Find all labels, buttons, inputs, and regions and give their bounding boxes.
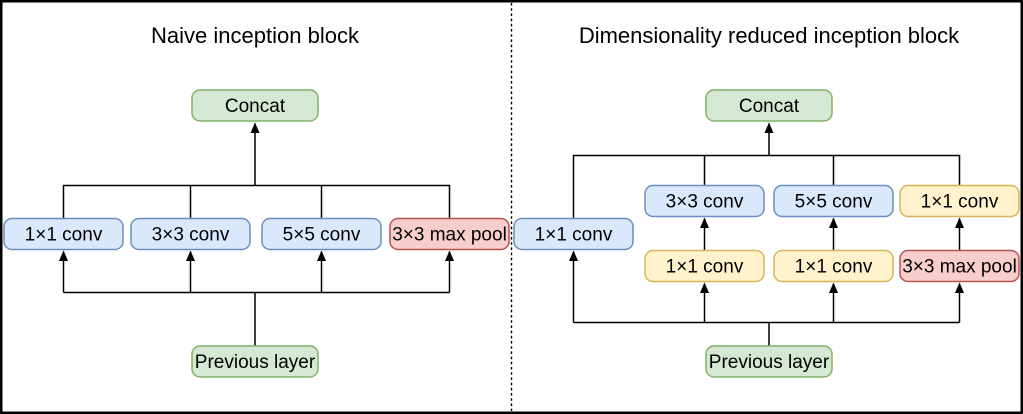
naive-panel-title: Naive inception block	[151, 23, 360, 48]
naive-3x3-conv-label: 3×3 conv	[152, 225, 230, 246]
naive-concat-box	[191, 89, 319, 122]
reduced-second-reduce-conv-box	[773, 249, 894, 283]
reduced-bottom-collector-lines	[573, 321, 960, 346]
reduced-max-pool: 3×3 max pool	[899, 249, 1020, 283]
reduced-5x5-conv-box	[773, 184, 894, 218]
reduced-input-1x1-conv-label: 1×1 conv	[535, 225, 613, 246]
reduced-top-1x1-conv-box	[899, 184, 1020, 218]
reduced-top-1x1-conv-label: 1×1 conv	[921, 192, 999, 213]
naive-concat-node: Concat	[191, 89, 319, 122]
naive-5x5-conv-label: 5×5 conv	[283, 225, 361, 246]
naive-previous-layer-box	[191, 345, 319, 378]
naive-previous-layer-node: Previous layer	[191, 345, 319, 378]
reduced-max-pool-box	[899, 249, 1020, 283]
naive-inception-panel: Naive inception block Concat 1×1 conv 3×…	[3, 23, 510, 378]
reduced-first-reduce-conv-label: 1×1 conv	[666, 257, 744, 278]
reduced-previous-layer-label: Previous layer	[709, 352, 830, 373]
naive-bottom-collector-lines	[63, 291, 450, 346]
reduced-panel-title: Dimensionality reduced inception block	[579, 23, 960, 48]
reduced-5x5-conv: 5×5 conv	[773, 184, 894, 218]
reduced-top-1x1-conv: 1×1 conv	[899, 184, 1020, 218]
reduced-previous-layer-box	[705, 345, 833, 378]
reduced-second-reduce-conv: 1×1 conv	[773, 249, 894, 283]
reduced-second-reduce-conv-label: 1×1 conv	[795, 257, 873, 278]
reduced-5x5-conv-label: 5×5 conv	[795, 192, 873, 213]
naive-branch-5x5-conv: 5×5 conv	[261, 217, 382, 251]
naive-max-pool-box	[389, 217, 510, 251]
naive-branch-3x3-conv: 3×3 conv	[130, 217, 251, 251]
reduced-first-reduce-conv-box	[644, 249, 765, 283]
naive-1x1-conv-box	[3, 217, 124, 251]
reduced-inception-panel: Dimensionality reduced inception block C…	[513, 23, 1020, 378]
naive-top-collector-lines	[62, 184, 451, 218]
reduced-input-1x1-conv-box	[513, 217, 634, 251]
reduced-concat-node: Concat	[705, 89, 833, 122]
reduced-input-1x1-conv: 1×1 conv	[513, 217, 634, 251]
naive-branch-max-pool: 3×3 max pool	[389, 217, 510, 251]
naive-5x5-conv-box	[261, 217, 382, 251]
naive-branch-1x1-conv: 1×1 conv	[3, 217, 124, 251]
naive-previous-layer-label: Previous layer	[195, 352, 316, 373]
naive-concat-label: Concat	[225, 96, 286, 117]
reduced-top-collector-lines	[572, 154, 961, 218]
reduced-max-pool-label: 3×3 max pool	[902, 257, 1017, 278]
reduced-3x3-conv-box	[644, 184, 765, 218]
reduced-first-reduce-conv: 1×1 conv	[644, 249, 765, 283]
reduced-previous-layer-node: Previous layer	[705, 345, 833, 378]
naive-3x3-conv-box	[130, 217, 251, 251]
naive-1x1-conv-label: 1×1 conv	[25, 225, 103, 246]
reduced-3x3-conv: 3×3 conv	[644, 184, 765, 218]
reduced-3x3-conv-label: 3×3 conv	[666, 192, 744, 213]
reduced-concat-label: Concat	[739, 96, 800, 117]
reduced-concat-box	[705, 89, 833, 122]
naive-max-pool-label: 3×3 max pool	[392, 225, 507, 246]
